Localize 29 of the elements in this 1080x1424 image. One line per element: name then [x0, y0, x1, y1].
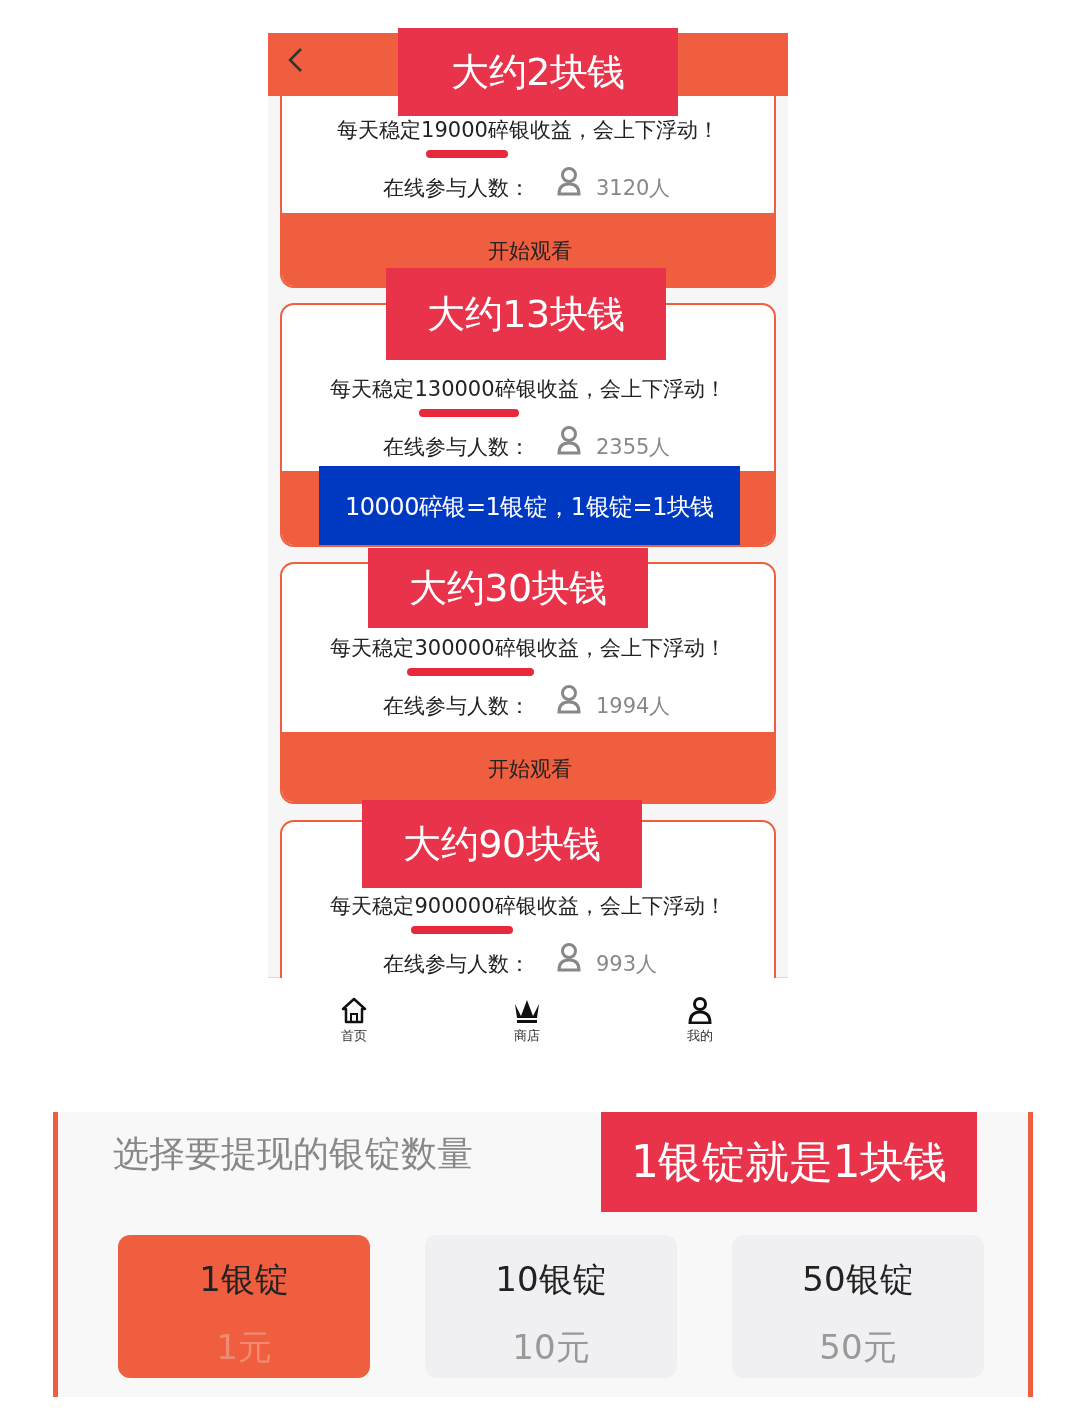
income-text: 每天稳定300000碎银收益，会上下浮动！	[329, 635, 727, 662]
annotation-banner: 大约30块钱	[368, 548, 648, 628]
participants-label: 在线参与人数：	[383, 951, 530, 978]
annotation-banner: 大约2块钱	[398, 28, 678, 116]
option-amount: 50银锭	[801, 1258, 915, 1301]
selected-option-card	[118, 1235, 370, 1378]
participants-label: 在线参与人数：	[383, 434, 530, 461]
start-watching-button: 开始观看	[282, 732, 774, 802]
income-text: 每天稳定900000碎银收益，会上下浮动！	[329, 893, 727, 920]
annotation-banner: 大约90块钱	[362, 800, 642, 888]
option-amount: 1银锭	[198, 1258, 290, 1301]
income-text: 每天稳定130000碎银收益，会上下浮动！	[329, 376, 727, 403]
income-text: 每天稳定19000碎银收益，会上下浮动！	[336, 117, 720, 144]
participants-label: 在线参与人数：	[383, 175, 530, 202]
panel-heading: 选择要提现的银锭数量	[113, 1132, 473, 1176]
nav-label: 我的	[686, 1027, 714, 1045]
annotation-banner: 1银锭就是1块钱	[601, 1112, 977, 1212]
participant-count: 993人	[596, 951, 658, 978]
nav-label: 商店	[513, 1027, 541, 1045]
option-amount: 10银锭	[494, 1258, 608, 1301]
option-price: 10元	[511, 1326, 591, 1369]
participants-label: 在线参与人数：	[383, 693, 530, 720]
participant-count: 3120人	[596, 175, 671, 202]
annotation-banner: 10000碎银=1银锭，1银锭=1块钱	[319, 466, 740, 545]
participant-count: 1994人	[596, 693, 671, 720]
nav-label: 首页	[340, 1027, 368, 1045]
participant-count: 2355人	[596, 434, 671, 461]
annotation-banner: 大约13块钱	[386, 268, 666, 360]
option-price: 50元	[818, 1326, 898, 1369]
